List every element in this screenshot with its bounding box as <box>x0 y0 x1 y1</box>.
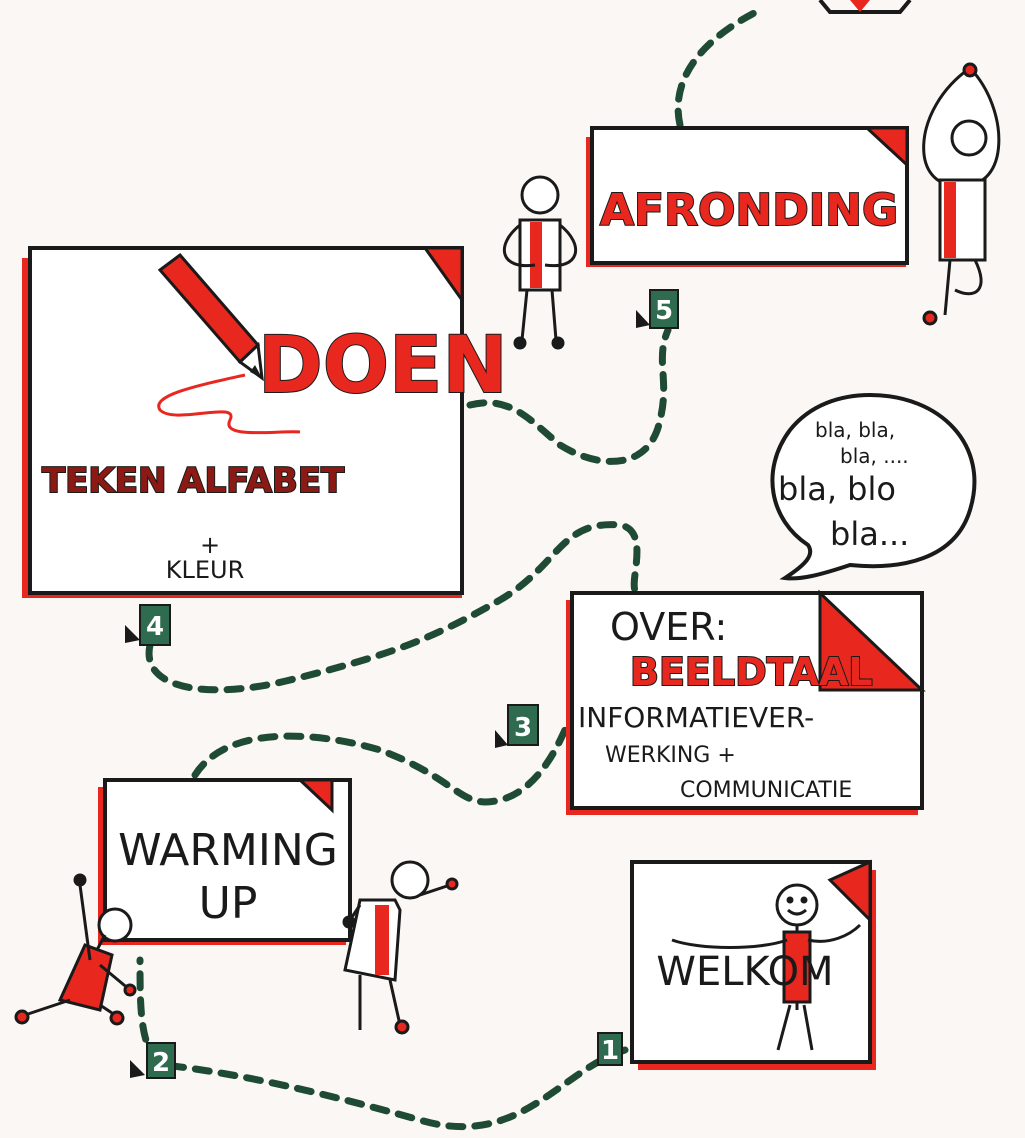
step3-line-communicatie: COMMUNICATIE <box>680 778 852 803</box>
stick-figure-icon <box>671 883 862 1051</box>
step3-line-informatiever: INFORMATIEVER- <box>578 701 814 734</box>
step3-line-werking: WERKING + <box>605 743 736 768</box>
step-badge-4: 4 <box>125 604 171 646</box>
step-badge-2: 2 <box>130 1042 176 1079</box>
step-afronding-card: AFRONDING <box>586 126 909 267</box>
stick-figure-icon <box>342 860 459 1035</box>
step-number-3: 3 <box>514 713 532 743</box>
step3-line-over: OVER: <box>610 605 727 649</box>
bubble-line-1: bla, bla, <box>815 418 895 442</box>
step-over-beeldtaal-card: OVER: BEELDTAAL INFORMATIEVER- WERKING +… <box>566 589 926 815</box>
speech-bubble-icon: bla, bla, bla, .... bla, blo bla... <box>770 392 977 581</box>
pencil-icon <box>157 252 301 435</box>
step-welkom-card: WELKOM <box>630 859 876 1070</box>
step-title-afronding: AFRONDING <box>600 185 898 236</box>
step-title-doen: DOEN <box>258 321 508 411</box>
stick-figure-icon <box>922 62 1001 326</box>
step-badge-1: 1 <box>597 1032 623 1066</box>
stick-figure-icon <box>14 873 137 1026</box>
step-title-welkom: WELKOM <box>656 949 833 995</box>
step4-subtitle-teken: TEKEN ALFABET <box>42 461 345 501</box>
top-card-fragment <box>818 0 912 14</box>
step-warming-up-card: WARMING UP <box>98 778 352 945</box>
bubble-line-2: bla, .... <box>840 444 909 468</box>
dashed-path <box>136 6 764 1131</box>
step-title-warming: WARMING <box>118 825 338 876</box>
step-number-1: 1 <box>601 1036 619 1066</box>
step-number-2: 2 <box>152 1048 170 1078</box>
step4-plus: + <box>200 531 220 559</box>
step-number-5: 5 <box>655 296 673 326</box>
step-badge-5: 5 <box>636 289 679 329</box>
bubble-line-3: bla, blo <box>778 470 896 508</box>
step-title-up: UP <box>199 878 258 929</box>
step3-line-beeldtaal: BEELDTAAL <box>630 650 873 694</box>
step-doen-card: DOEN TEKEN ALFABET + KLEUR <box>22 246 509 598</box>
bubble-line-4: bla... <box>830 515 909 553</box>
step-number-4: 4 <box>146 612 164 642</box>
step4-subtitle-kleur: KLEUR <box>166 556 245 584</box>
stick-figure-icon <box>502 175 578 350</box>
step-badge-3: 3 <box>495 704 539 748</box>
